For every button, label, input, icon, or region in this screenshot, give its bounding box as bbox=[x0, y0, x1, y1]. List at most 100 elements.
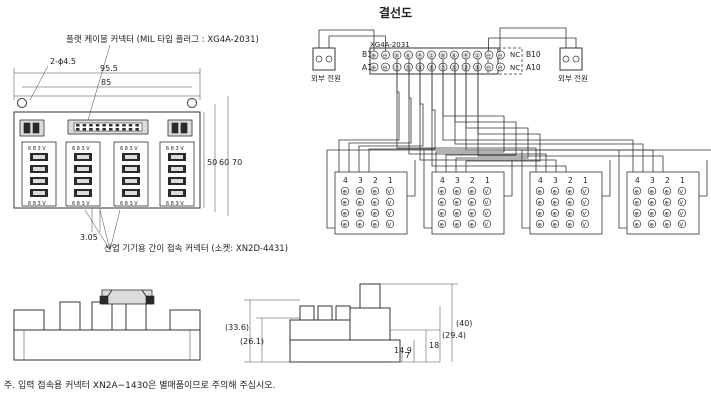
socket-modules: 6 8 3 V6 8 3 V6 8 3 V6 8 3 V6 8 3 V6 8 3… bbox=[21, 141, 195, 207]
module-text: 6 8 3 V bbox=[72, 146, 90, 152]
terminal-pin-label: ⊕ bbox=[439, 189, 444, 195]
terminal-pin-label: ⊕ bbox=[372, 189, 377, 195]
wire-line bbox=[488, 37, 577, 51]
terminal-pin-label: ⊕ bbox=[469, 211, 474, 217]
connector-pin-label: ⑤ bbox=[452, 65, 457, 72]
terminal-pin bbox=[677, 208, 687, 218]
terminal-pin bbox=[385, 208, 395, 218]
terminal-header: 2 bbox=[470, 176, 475, 185]
socket-label: 산업 기기용 간이 접속 커넥터 (소켓: XN2D-4431) bbox=[104, 243, 288, 254]
wire-line bbox=[699, 160, 708, 197]
dim-18: 18 bbox=[429, 341, 439, 350]
terminal-header: 4 bbox=[440, 176, 445, 185]
terminal-pin-label: ⊕ bbox=[469, 222, 474, 228]
dim-width-inner: 85 bbox=[101, 78, 111, 87]
connector-pin-label: ① bbox=[475, 65, 480, 72]
terminal-pin-label: ⊕ bbox=[649, 189, 654, 195]
socket-slot-inner bbox=[171, 155, 183, 159]
terminal-pin bbox=[550, 186, 560, 196]
dim-pitch: 3.05 bbox=[80, 233, 98, 242]
module-text: 6 8 3 V bbox=[120, 146, 138, 152]
side-view-left bbox=[13, 289, 201, 361]
terminal-header: 1 bbox=[388, 176, 393, 185]
flat-cable-label: 플랫 케이블 커넥터 (MIL 타입 플러그 : XG4A-2031) bbox=[66, 34, 259, 45]
terminal-pin-label: V bbox=[387, 200, 391, 206]
terminal-pin-label: V bbox=[484, 222, 488, 228]
terminal-pin-label: ⊕ bbox=[664, 222, 669, 228]
footnote: 주. 입력 접속용 커넥터 XN2A−1430은 별매품이므로 주의해 주십시오… bbox=[4, 381, 276, 391]
connector-model: XG4A-2031 bbox=[370, 41, 410, 49]
fc-pin bbox=[109, 128, 113, 131]
terminal-pin-label: V bbox=[582, 189, 586, 195]
terminal-pin bbox=[452, 197, 462, 207]
connector-pin-label: ⊕ bbox=[371, 65, 376, 72]
socket-slot-inner bbox=[77, 155, 89, 159]
fc-pin bbox=[76, 128, 80, 131]
terminal-pin bbox=[580, 208, 590, 218]
terminal-pin-label: ⊕ bbox=[454, 200, 459, 206]
wire-line bbox=[408, 59, 547, 186]
terminal-pin bbox=[535, 219, 545, 229]
terminal-pin-label: ⊕ bbox=[439, 222, 444, 228]
wire-line bbox=[477, 59, 664, 186]
terminal-pin-label: ⊕ bbox=[567, 222, 572, 228]
row-b-left: B1 bbox=[362, 50, 372, 59]
terminal-header: 1 bbox=[485, 176, 490, 185]
terminal-header: 2 bbox=[665, 176, 670, 185]
terminal-pin bbox=[632, 208, 642, 218]
dim-40: (40) bbox=[456, 319, 472, 328]
wire-line bbox=[442, 59, 634, 186]
terminal-pin bbox=[565, 197, 575, 207]
terminal-pin bbox=[550, 197, 560, 207]
socket-slot-inner bbox=[171, 179, 183, 183]
wire-line bbox=[618, 150, 627, 229]
dim-h-60: 60 bbox=[219, 158, 229, 167]
fc-pin bbox=[95, 128, 100, 131]
terminal-pin bbox=[535, 208, 545, 218]
terminal-pin-label: ⊕ bbox=[664, 189, 669, 195]
nc-label-top: NC bbox=[510, 51, 520, 59]
fc-pin bbox=[109, 124, 113, 127]
terminal-pin bbox=[677, 219, 687, 229]
terminal-pin-label: ⊕ bbox=[649, 200, 654, 206]
terminal-pin-label: ⊕ bbox=[357, 189, 362, 195]
terminal-pin bbox=[662, 197, 672, 207]
terminal-header: 4 bbox=[538, 176, 543, 185]
terminal-pin-label: ⊕ bbox=[357, 200, 362, 206]
terminal-pin bbox=[355, 219, 365, 229]
terminal-header: 1 bbox=[583, 176, 588, 185]
terminal-pin bbox=[565, 208, 575, 218]
fc-pin bbox=[115, 128, 120, 131]
terminal-pin bbox=[632, 219, 642, 229]
dim-33-6: (33.6) bbox=[225, 323, 249, 332]
terminal-pin bbox=[355, 186, 365, 196]
connector-pin-label: ⑧ bbox=[440, 53, 445, 60]
terminal-pin-label: ⊕ bbox=[537, 211, 542, 217]
connector-pin bbox=[496, 50, 505, 60]
terminal-header: 1 bbox=[680, 176, 685, 185]
terminal-pin-label: ⊕ bbox=[342, 211, 347, 217]
terminal-pin-label: V bbox=[387, 222, 391, 228]
terminal-header: 3 bbox=[358, 176, 363, 185]
connector-pin-label: ⑥ bbox=[452, 53, 457, 60]
terminal-pin-label: V bbox=[679, 189, 683, 195]
terminal-pin-label: ⊕ bbox=[342, 189, 347, 195]
power-source-left bbox=[312, 47, 336, 71]
terminal-pin-label: ⊕ bbox=[372, 200, 377, 206]
dim-14-9: 14.9 bbox=[394, 346, 412, 355]
terminal-pin-label: V bbox=[484, 211, 488, 217]
terminal-pin-label: V bbox=[582, 211, 586, 217]
fc-pin bbox=[135, 128, 139, 131]
socket-slot-inner bbox=[125, 191, 137, 195]
terminal-header: 3 bbox=[650, 176, 655, 185]
fc-pin bbox=[128, 124, 133, 127]
side-view-right: (33.6) (26.1) (40) (29.4) 18 14.9 7 bbox=[225, 283, 472, 363]
fc-pin bbox=[76, 124, 80, 127]
connector-pin-label: ⊖ bbox=[383, 53, 388, 60]
terminal-pin bbox=[437, 219, 447, 229]
socket-slot-inner bbox=[77, 179, 89, 183]
terminal-header: 2 bbox=[568, 176, 573, 185]
wire-line bbox=[318, 29, 375, 51]
terminal-pin-label: ⊕ bbox=[649, 211, 654, 217]
